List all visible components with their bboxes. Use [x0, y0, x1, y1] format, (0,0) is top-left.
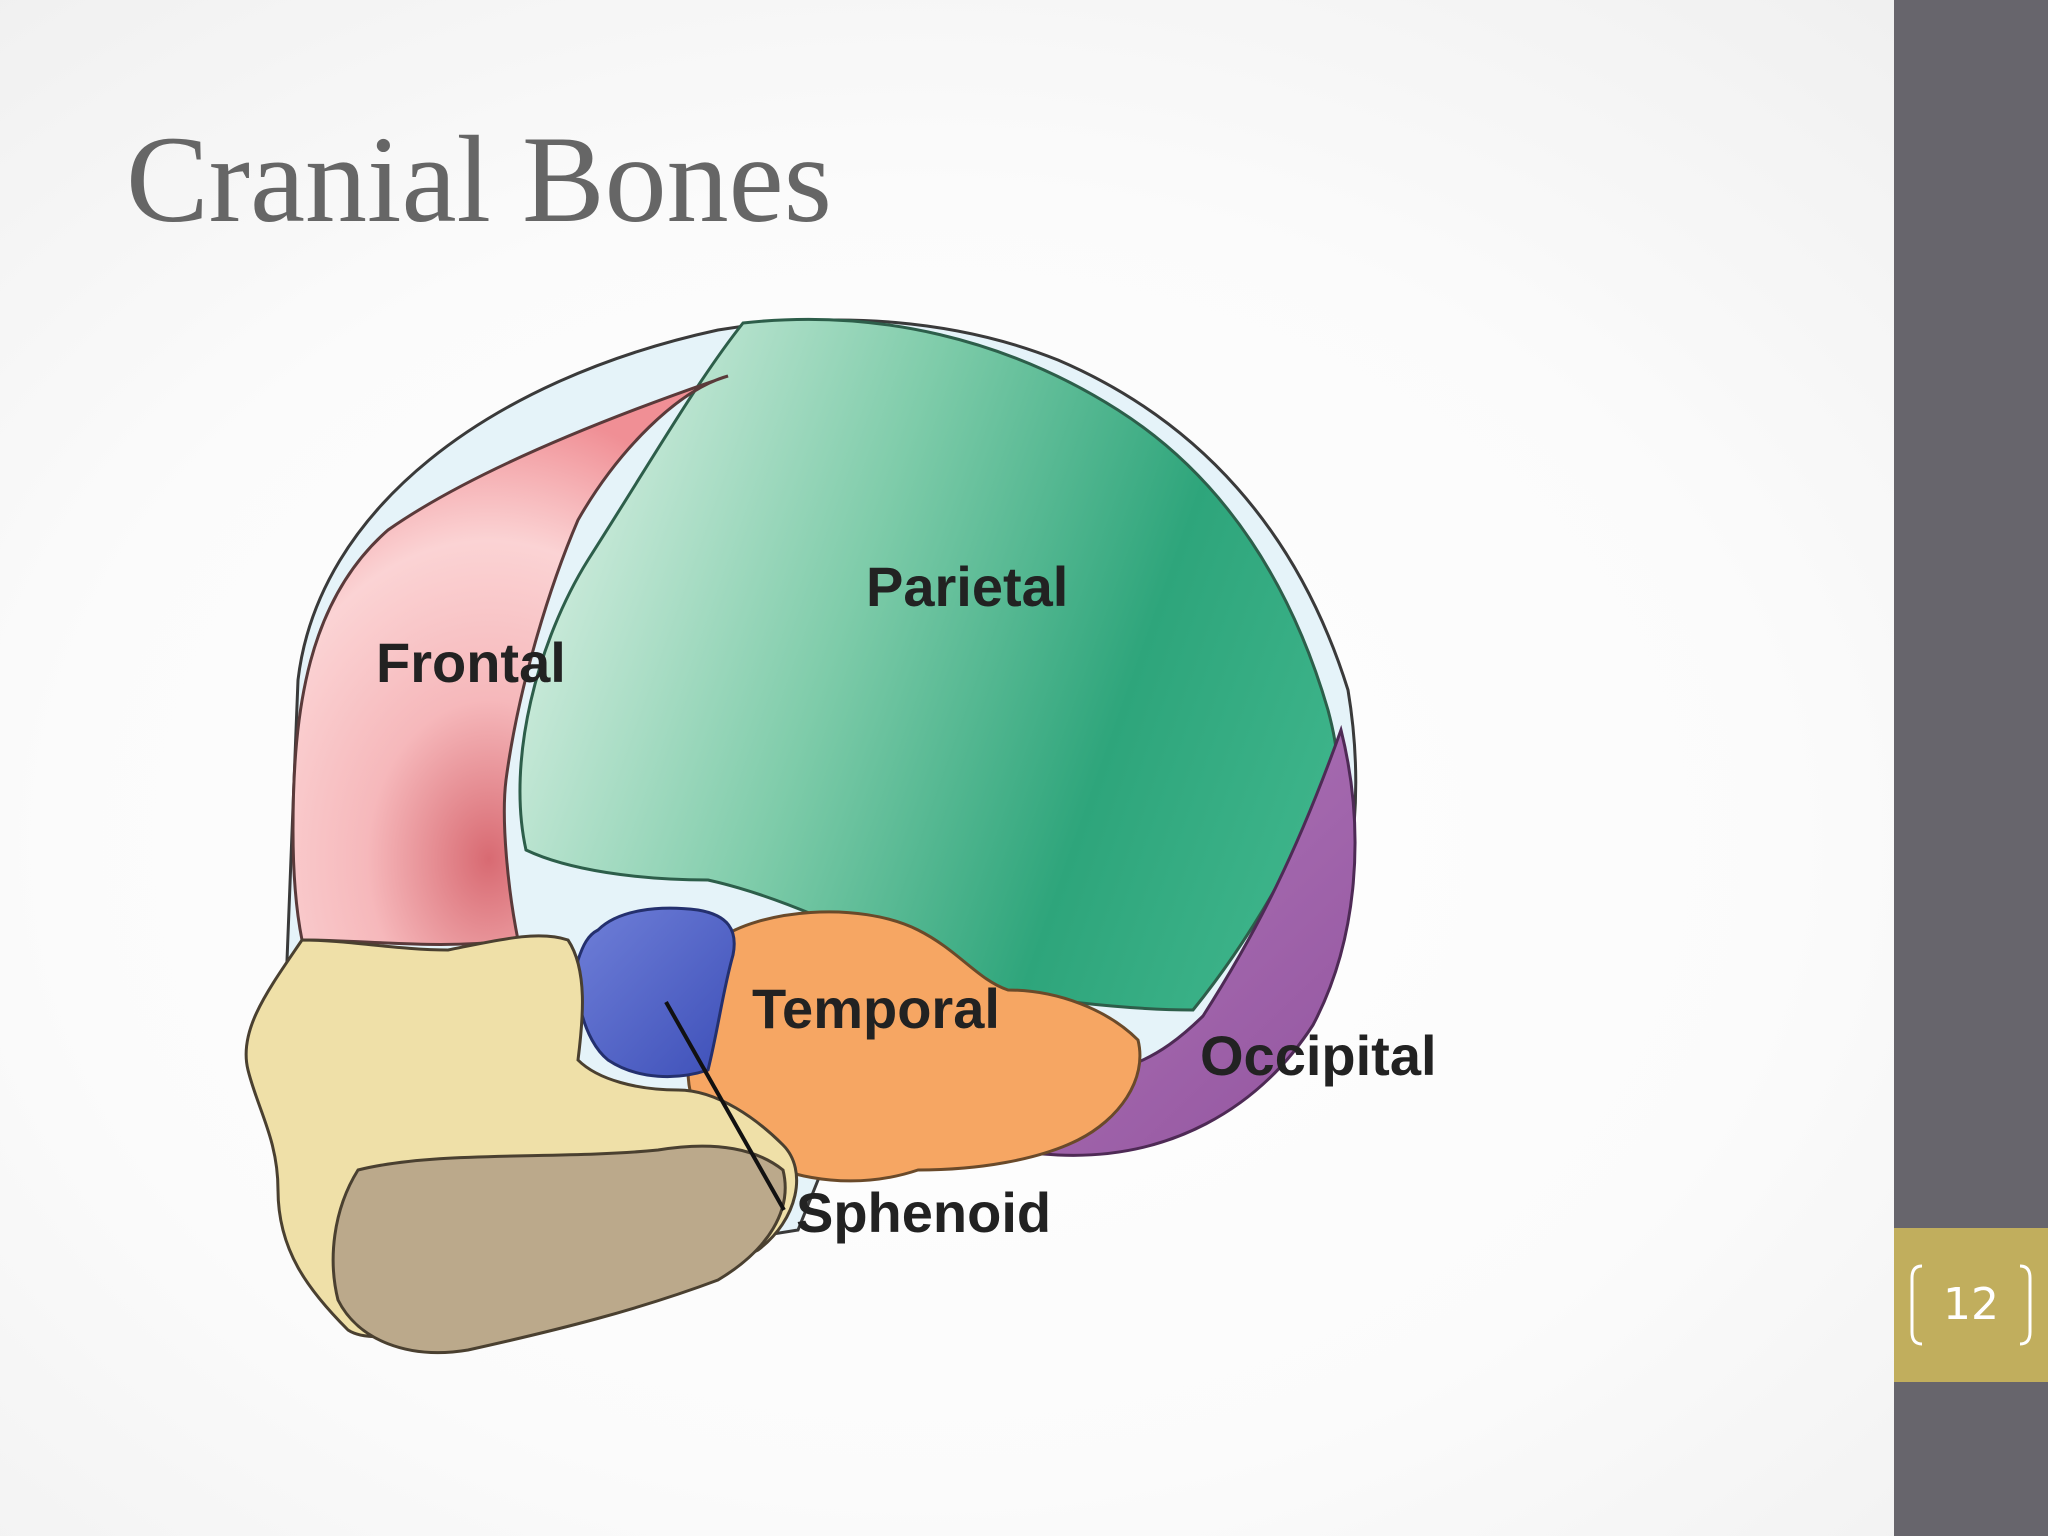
frontal-bone — [291, 374, 729, 946]
skull-illustration: Frontal Parietal Temporal Occipital Sphe… — [244, 317, 1437, 1355]
slide-number-box: 12 — [1894, 1228, 2048, 1382]
sphenoid-bone — [575, 906, 736, 1078]
slide-title: Cranial Bones — [126, 111, 832, 248]
sphenoid-pointer — [664, 1001, 786, 1211]
slide-number-bracket-frame — [1910, 1264, 2032, 1346]
temporal-label: Temporal — [752, 977, 1000, 1040]
frontal-label: Frontal — [376, 631, 566, 694]
sphenoid-label: Sphenoid — [796, 1181, 1051, 1244]
mandible — [331, 1144, 787, 1355]
occipital-label: Occipital — [1200, 1024, 1437, 1087]
parietal-label: Parietal — [866, 555, 1068, 618]
slide-number-text-wrap: 12 — [1908, 1262, 2034, 1348]
skull-diagram: Frontal Parietal Temporal Occipital Sphe… — [238, 290, 1528, 1450]
slide-number: 12 — [1943, 1279, 1999, 1330]
